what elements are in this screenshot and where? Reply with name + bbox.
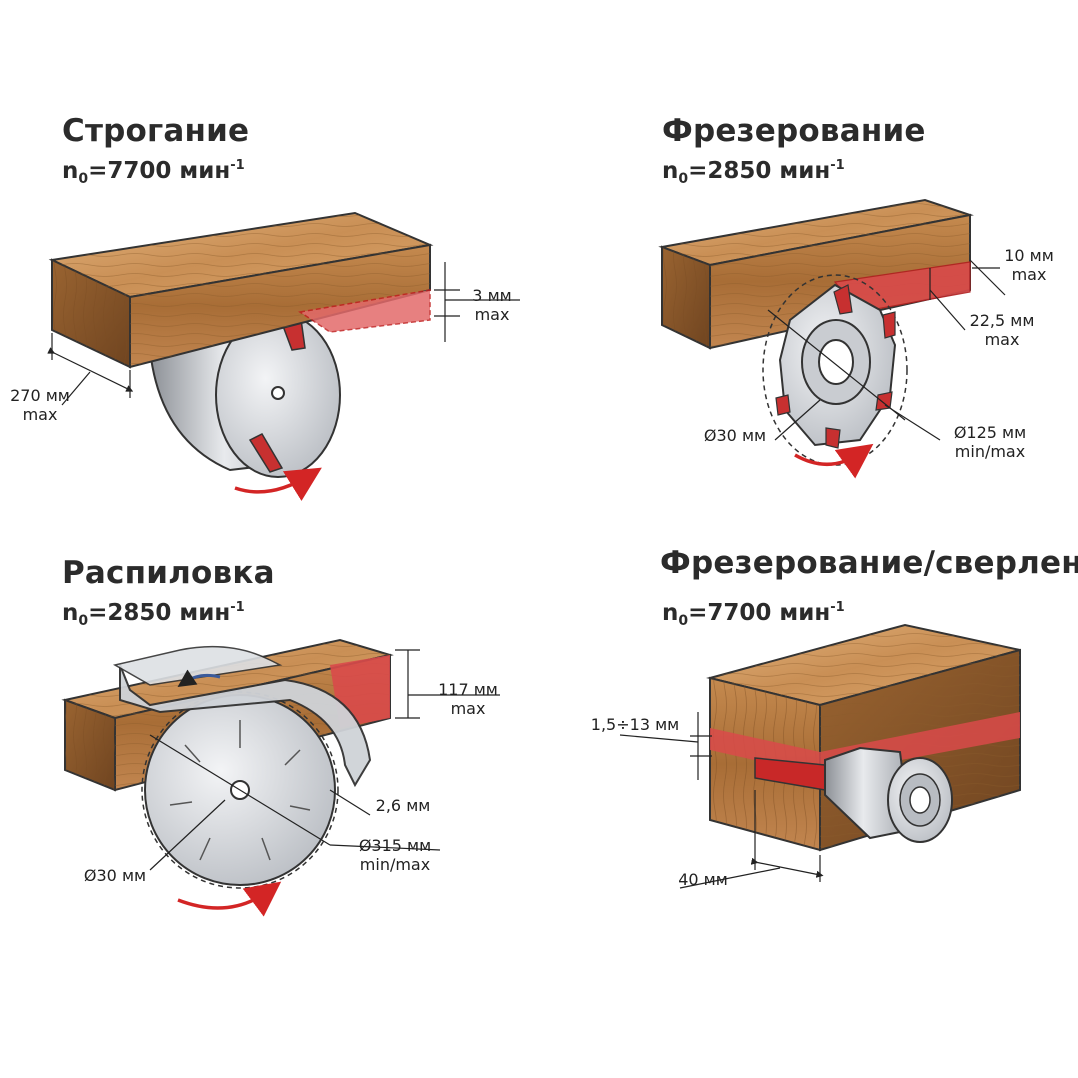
milling-speed: n0=2850 мин-1 [662,158,845,187]
planing-illustration [47,211,520,501]
sawing-speed: n0=2850 мин-1 [62,600,245,629]
drilling-title: Фрезерование/сверление [660,545,1078,581]
milling-title: Фрезерование [662,113,926,149]
planing-title: Строгание [62,113,250,149]
milling-bore-dim: Ø30 мм [703,426,767,445]
sawing-illustration [61,638,500,917]
sawing-kerf-dim: 2,6 мм [375,796,431,815]
drilling-illustration [619,623,1021,889]
drilling-speed: n0=7700 мин-1 [662,600,845,629]
drilling-depth-dim: 40 мм [678,870,728,889]
planing-speed: n0=7700 мин-1 [62,158,245,187]
sawing-bore-dim: Ø30 мм [83,866,147,885]
drilling-range-dim: 1,5÷13 мм [590,715,680,734]
sawing-title: Распиловка [62,555,275,591]
milling-illustration [658,198,1006,479]
